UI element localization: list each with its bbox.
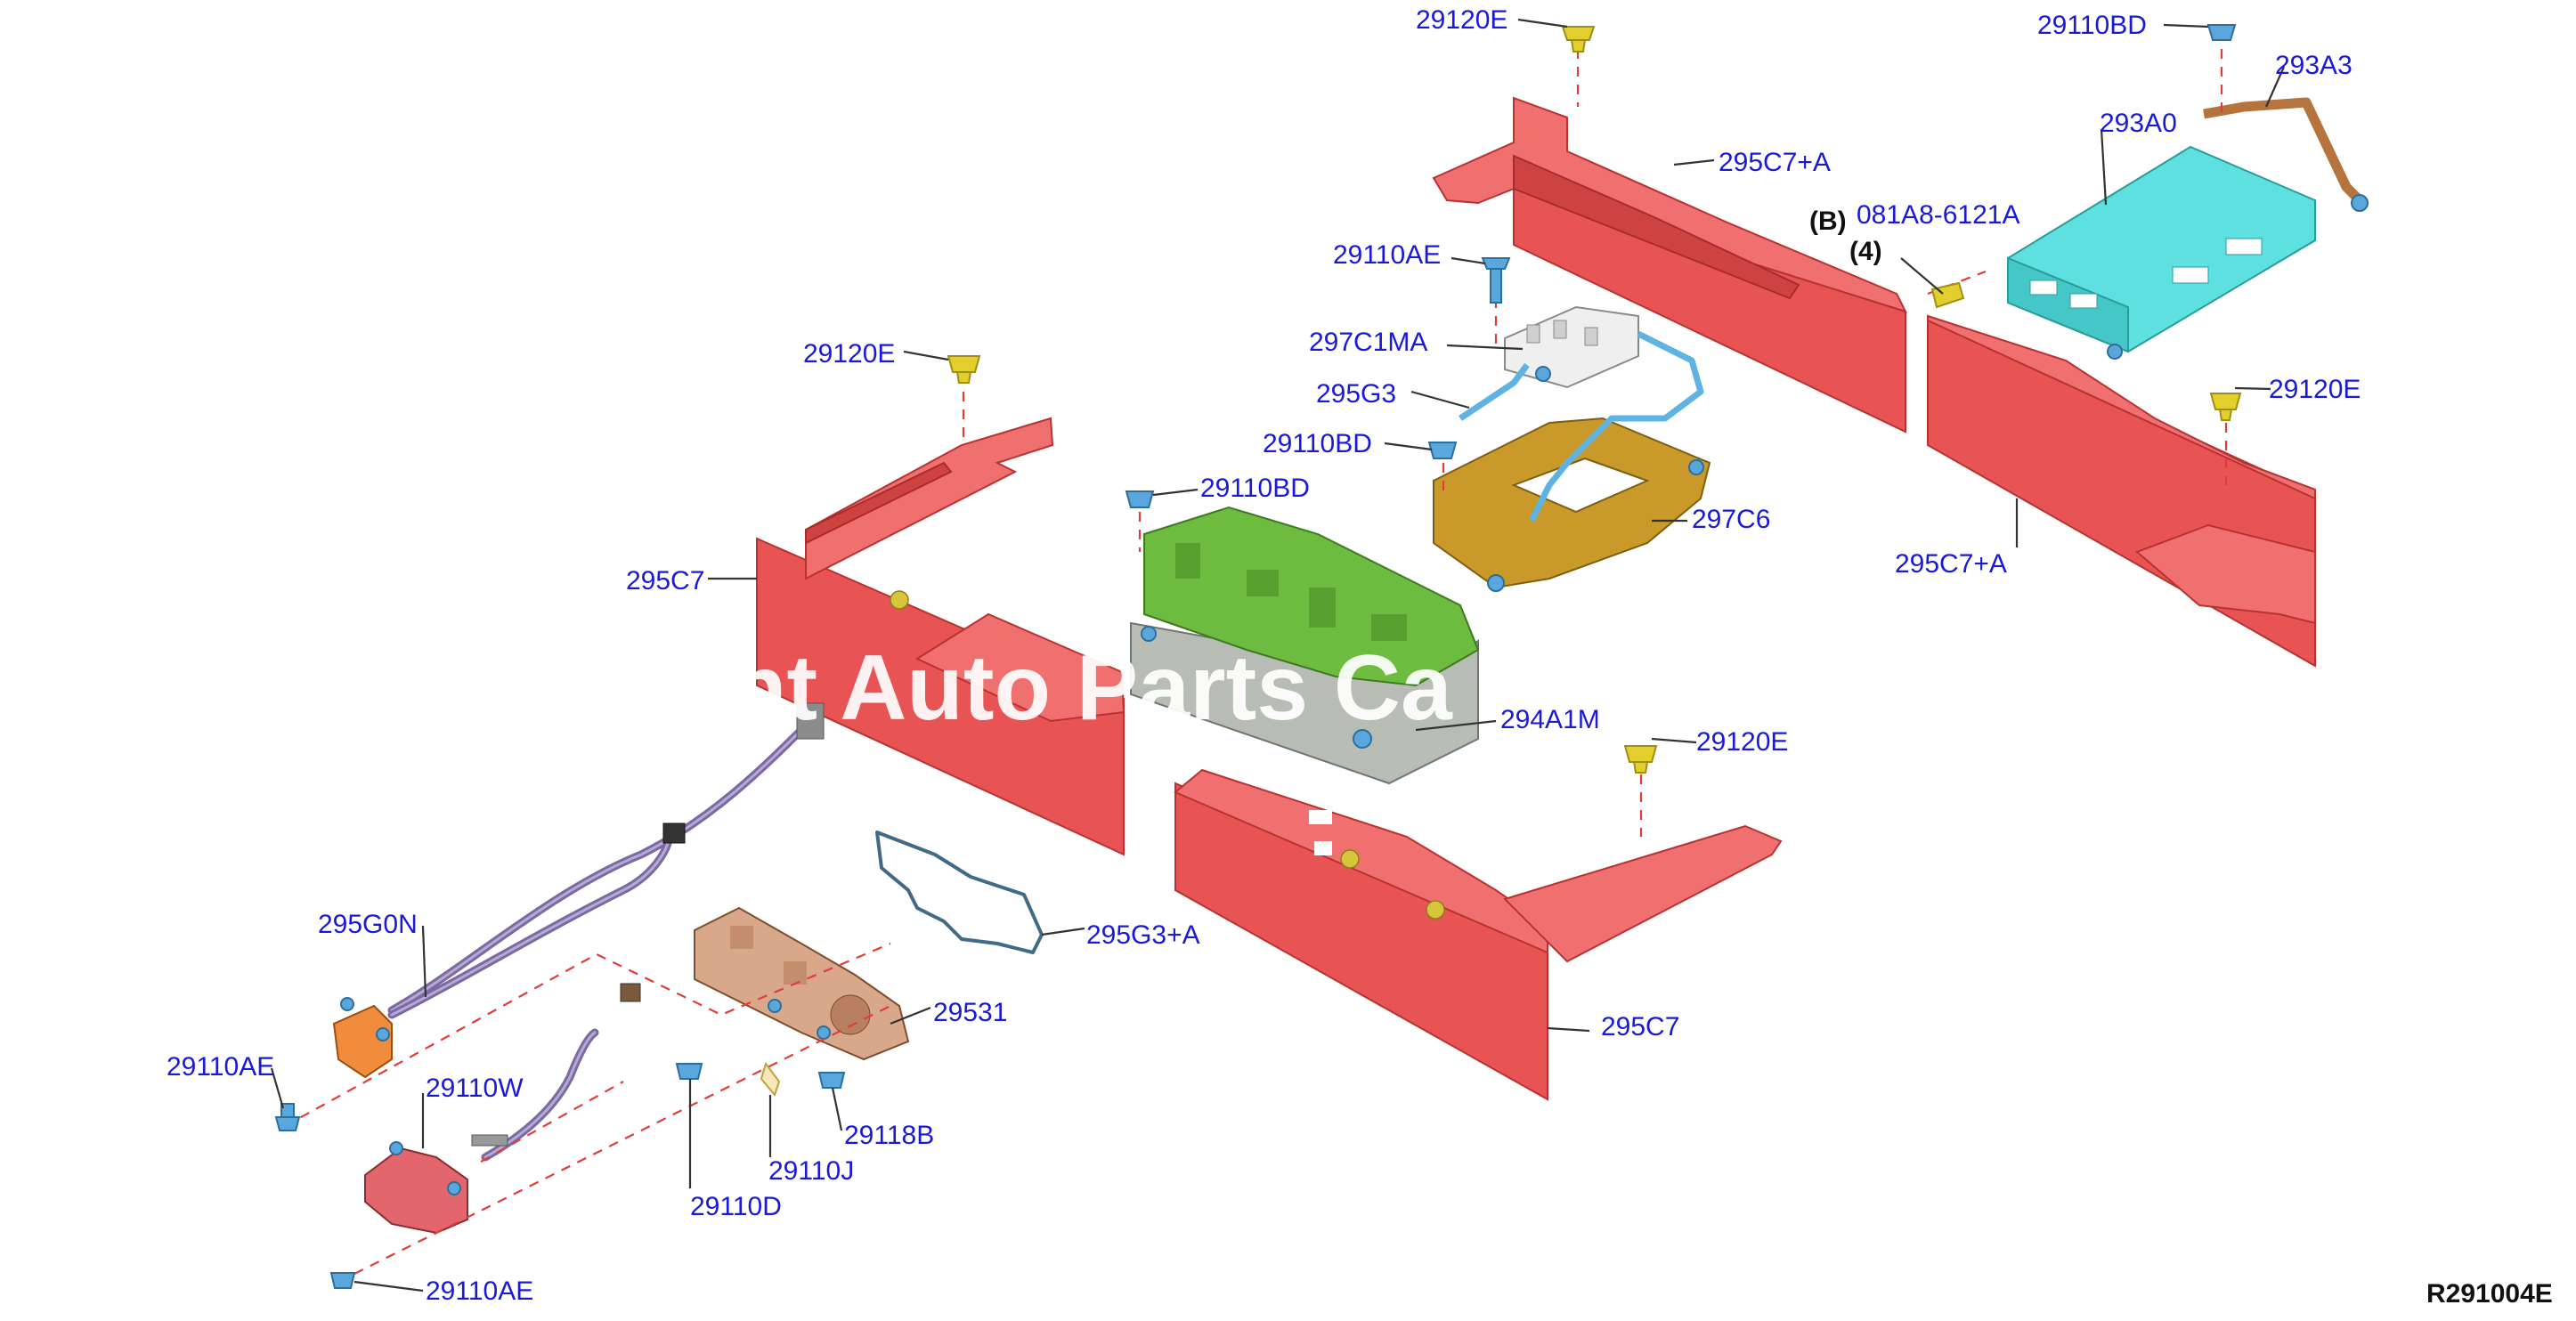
callout-label: 29110BD [1263,429,1372,458]
leader-lines [270,18,2286,1293]
bolt-081a8-icon [1930,281,1965,309]
callout-label: 295G3 [1316,379,1396,409]
tube-295g3 [1459,330,1704,523]
bolt-29120e-left-icon [947,355,981,384]
bolt-29110d-icon [675,1063,703,1080]
bolt-29120e-lower-icon [1623,745,1658,774]
bolt-29120e-top-icon [1561,26,1596,53]
callout-label: 29110D [690,1192,782,1221]
callout-label: 29110AE [167,1052,274,1082]
callout-label: 29120E [803,339,895,369]
bolt-29110ae-upper-icon [1481,257,1511,304]
callout-label: 29110J [768,1156,854,1186]
heat-shield-upper-left [1432,96,1907,434]
heat-shield-upper-right [1927,314,2316,668]
bolt-29110bd-top-icon [2206,24,2237,41]
callout-labels: 29120E 29110BD 293A3 293A0 295C7+A 081A8… [167,5,2361,1306]
callout-label: 29110W [426,1074,524,1103]
callout-label: 295C7 [626,566,704,596]
strap-bolt-icon [2351,194,2369,212]
callout-label: 29110BD [2037,11,2147,40]
callout-label: 29110AE [1333,240,1441,270]
solenoid-housing [694,906,910,1061]
sensor-lower [364,1134,508,1235]
callout-label: (B) [1809,207,1847,236]
callout-label: 297C1MA [1309,328,1427,357]
callout-label: 29531 [933,998,1007,1027]
callout-label: 295C7 [1601,1012,1679,1041]
watermark-text: nt Auto Parts Ca [730,636,1453,740]
diagram-reference-code: R291004E [2426,1279,2553,1309]
heat-shield-lower [1174,768,1783,1101]
callout-label: 29120E [1416,5,1507,35]
callout-label: 29120E [1696,727,1788,757]
callout-label: 295G3+A [1086,920,1200,950]
callout-label: 29120E [2269,375,2361,404]
bolt-29110bd-bracket-icon [1427,442,1458,459]
callout-label: (4) [1849,237,1882,266]
fasteners [274,24,2242,1289]
wire-harness [387,702,825,1162]
callout-label: 081A8-6121A [1857,200,2020,230]
callout-label: 293A0 [2100,109,2177,138]
bolt-29110bd-valve-icon [1125,490,1155,508]
connector-module [1504,305,1639,389]
callout-label: 297C6 [1692,505,1770,534]
callout-label: 295G0N [318,910,418,939]
bolt-29110ae-bottom-icon [329,1272,356,1289]
control-module [2007,145,2316,360]
clip-29110j-icon [760,1061,781,1098]
callout-label: 29118B [844,1121,934,1150]
bolt-29118b-icon [817,1072,846,1089]
assembly-guides [284,49,2228,1283]
bolt-29120e-right-icon [2209,393,2242,421]
ground-strap [2203,97,2363,204]
callout-label: 294A1M [1500,705,1600,734]
mounting-bracket [1433,417,1711,592]
bolt-29110ae-left-icon [274,1103,301,1131]
valve-body [1130,506,1480,785]
callout-label: 295C7+A [1719,148,1831,177]
callout-label: 293A3 [2275,51,2353,80]
gasket-295g3a [875,831,1044,954]
callout-label: 29110AE [426,1276,533,1306]
callout-label: 29110BD [1200,474,1310,503]
sensor-upper [332,997,393,1079]
heat-shield-left [756,417,1125,856]
callout-label: 295C7+A [1895,549,2007,579]
